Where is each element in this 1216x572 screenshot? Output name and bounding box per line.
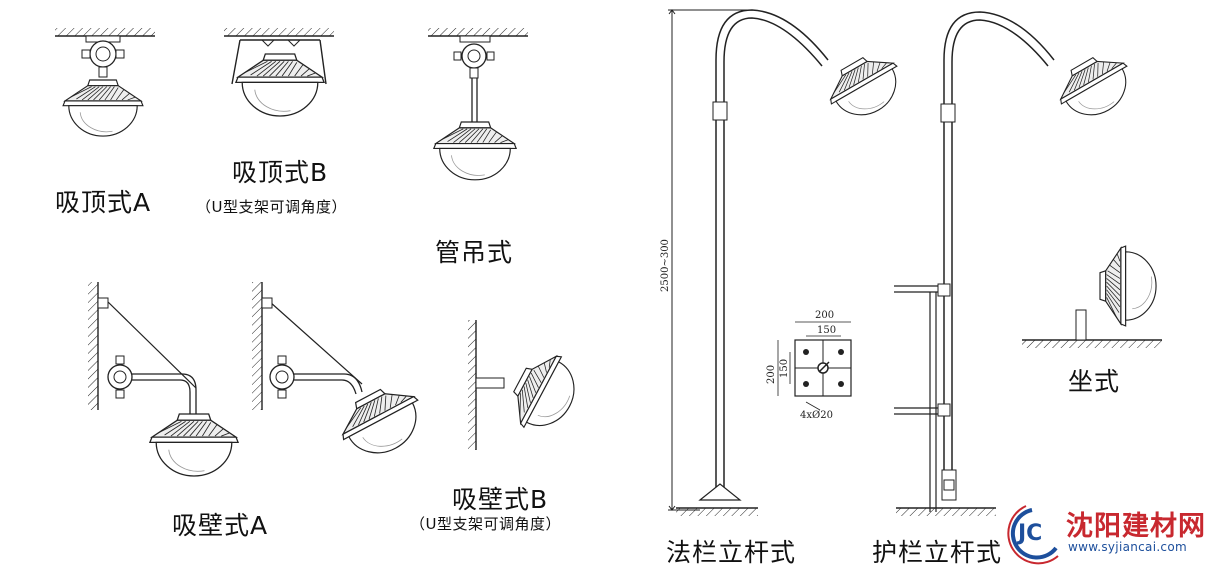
wall-mount-b-drawing bbox=[468, 320, 589, 450]
wall-mount-a-drawing bbox=[88, 282, 239, 477]
label-pipe-hang: 管吊式 bbox=[435, 238, 514, 267]
label-ceiling-a: 吸顶式A bbox=[55, 188, 152, 217]
label-seat: 坐式 bbox=[1068, 367, 1121, 396]
label-wall-a: 吸壁式A bbox=[172, 511, 269, 540]
watermark-url: www.syjiancai.com bbox=[1068, 540, 1187, 554]
dim-pole-height: 2500~300 bbox=[660, 239, 671, 292]
label-flange-pole: 法栏立杆式 bbox=[666, 538, 797, 567]
base-plate-drawing bbox=[777, 321, 852, 411]
label-wall-b: 吸壁式B bbox=[452, 485, 549, 514]
ceiling-mount-b-drawing bbox=[224, 28, 334, 117]
jc-logo-icon: JC bbox=[1007, 505, 1059, 565]
flange-pole-drawing bbox=[668, 9, 912, 516]
label-wall-b-note: （U型支架可调角度） bbox=[410, 515, 561, 533]
pipe-hang-drawing bbox=[428, 28, 528, 181]
svg-text:JC: JC bbox=[1016, 521, 1042, 546]
dim-base-inner: 150 bbox=[817, 325, 837, 336]
seat-mount-drawing bbox=[1022, 245, 1162, 348]
rail-pole-drawing bbox=[894, 11, 1142, 516]
label-ceiling-b: 吸顶式B bbox=[232, 158, 329, 187]
dim-base-outer: 200 bbox=[815, 310, 835, 321]
ceiling-mount-a-drawing bbox=[55, 28, 155, 137]
dim-base-inner-v: 150 bbox=[779, 358, 790, 378]
wall-mount-a-angled-drawing bbox=[252, 282, 434, 469]
dim-base-outer-v: 200 bbox=[766, 364, 777, 384]
dim-holes: 4xØ20 bbox=[800, 410, 833, 421]
watermark-name: 沈阳建材网 bbox=[1066, 511, 1206, 542]
label-rail-pole: 护栏立杆式 bbox=[872, 538, 1003, 567]
label-ceiling-b-note: （U型支架可调角度） bbox=[196, 198, 347, 216]
